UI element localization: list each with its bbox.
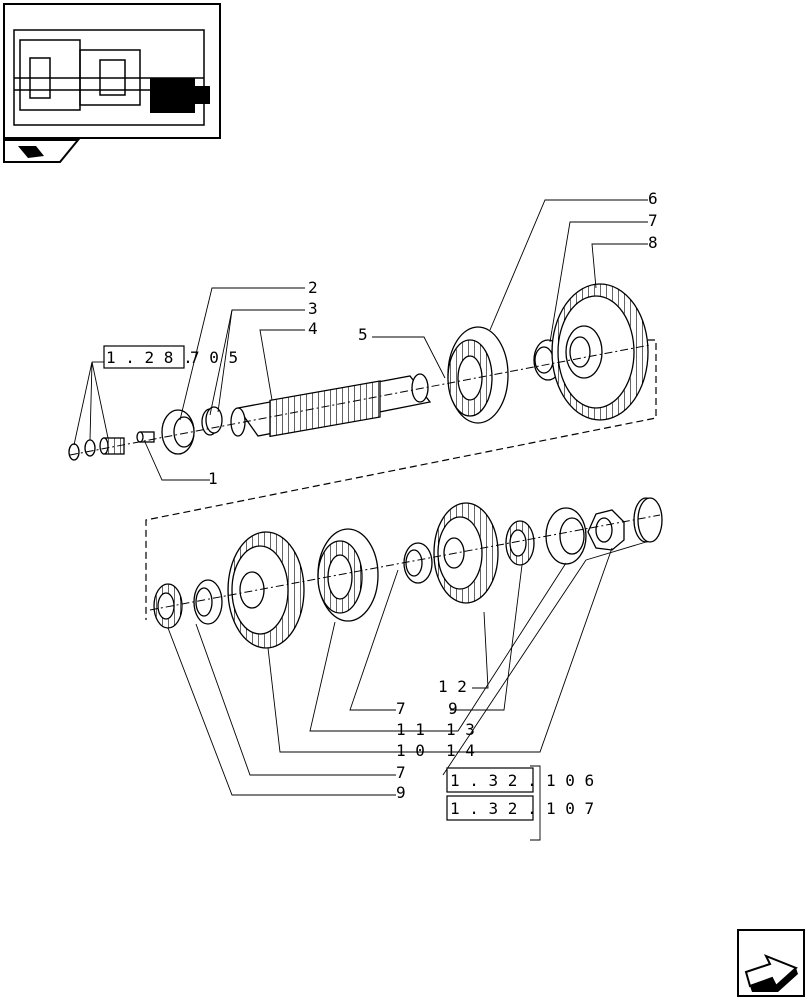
shaft-assembly-upper <box>68 283 649 461</box>
callout-9-lower: 9 <box>448 699 458 718</box>
assembly-link-line <box>145 339 657 620</box>
callout-7-bottom: 7 <box>396 763 406 782</box>
reference-suffix-mid: 1 0 6 <box>546 771 594 790</box>
callout-12: 1 2 <box>438 677 467 696</box>
transmission-thumbnail[interactable] <box>3 3 221 139</box>
next-page-arrow-icon[interactable] <box>737 929 805 997</box>
reference-box-mid[interactable]: 1 . 3 2 . <box>446 767 537 793</box>
callout-numbers: 2 3 4 5 6 7 8 1 1 2 7 9 1 1 1 3 1 0 1 4 … <box>208 189 658 802</box>
callout-11: 1 1 <box>396 720 425 739</box>
reference-label-mid: 1 . 3 2 . <box>450 771 537 790</box>
reference-label-bot: 1 . 3 2 . <box>450 799 537 818</box>
shaft-assembly-lower <box>153 497 663 649</box>
callout-7-lower: 7 <box>396 699 406 718</box>
axis-line-upper <box>69 344 651 456</box>
leader-lines <box>73 199 648 841</box>
section-logo-icon[interactable] <box>3 139 81 163</box>
callout-14: 1 4 <box>446 741 475 760</box>
callout-10: 1 0 <box>396 741 425 760</box>
callout-6: 6 <box>648 189 658 208</box>
reference-box-bot[interactable]: 1 . 3 2 . <box>446 795 537 821</box>
callout-7-upper: 7 <box>648 211 658 230</box>
reference-suffix-top: 7 0 5 <box>190 348 238 367</box>
callout-2: 2 <box>308 278 318 297</box>
callout-9-bottom: 9 <box>396 783 406 802</box>
reference-suffix-bot: 1 0 7 <box>546 799 594 818</box>
reference-box-top[interactable]: 1 . 2 8 . <box>103 345 193 369</box>
axis-line-lower <box>149 514 661 611</box>
callout-4: 4 <box>308 319 318 338</box>
callout-3: 3 <box>308 299 318 318</box>
callout-5: 5 <box>358 325 368 344</box>
callout-13: 1 3 <box>446 720 475 739</box>
reference-label-top: 1 . 2 8 . <box>106 348 193 367</box>
callout-8: 8 <box>648 233 658 252</box>
callout-1: 1 <box>208 469 218 488</box>
